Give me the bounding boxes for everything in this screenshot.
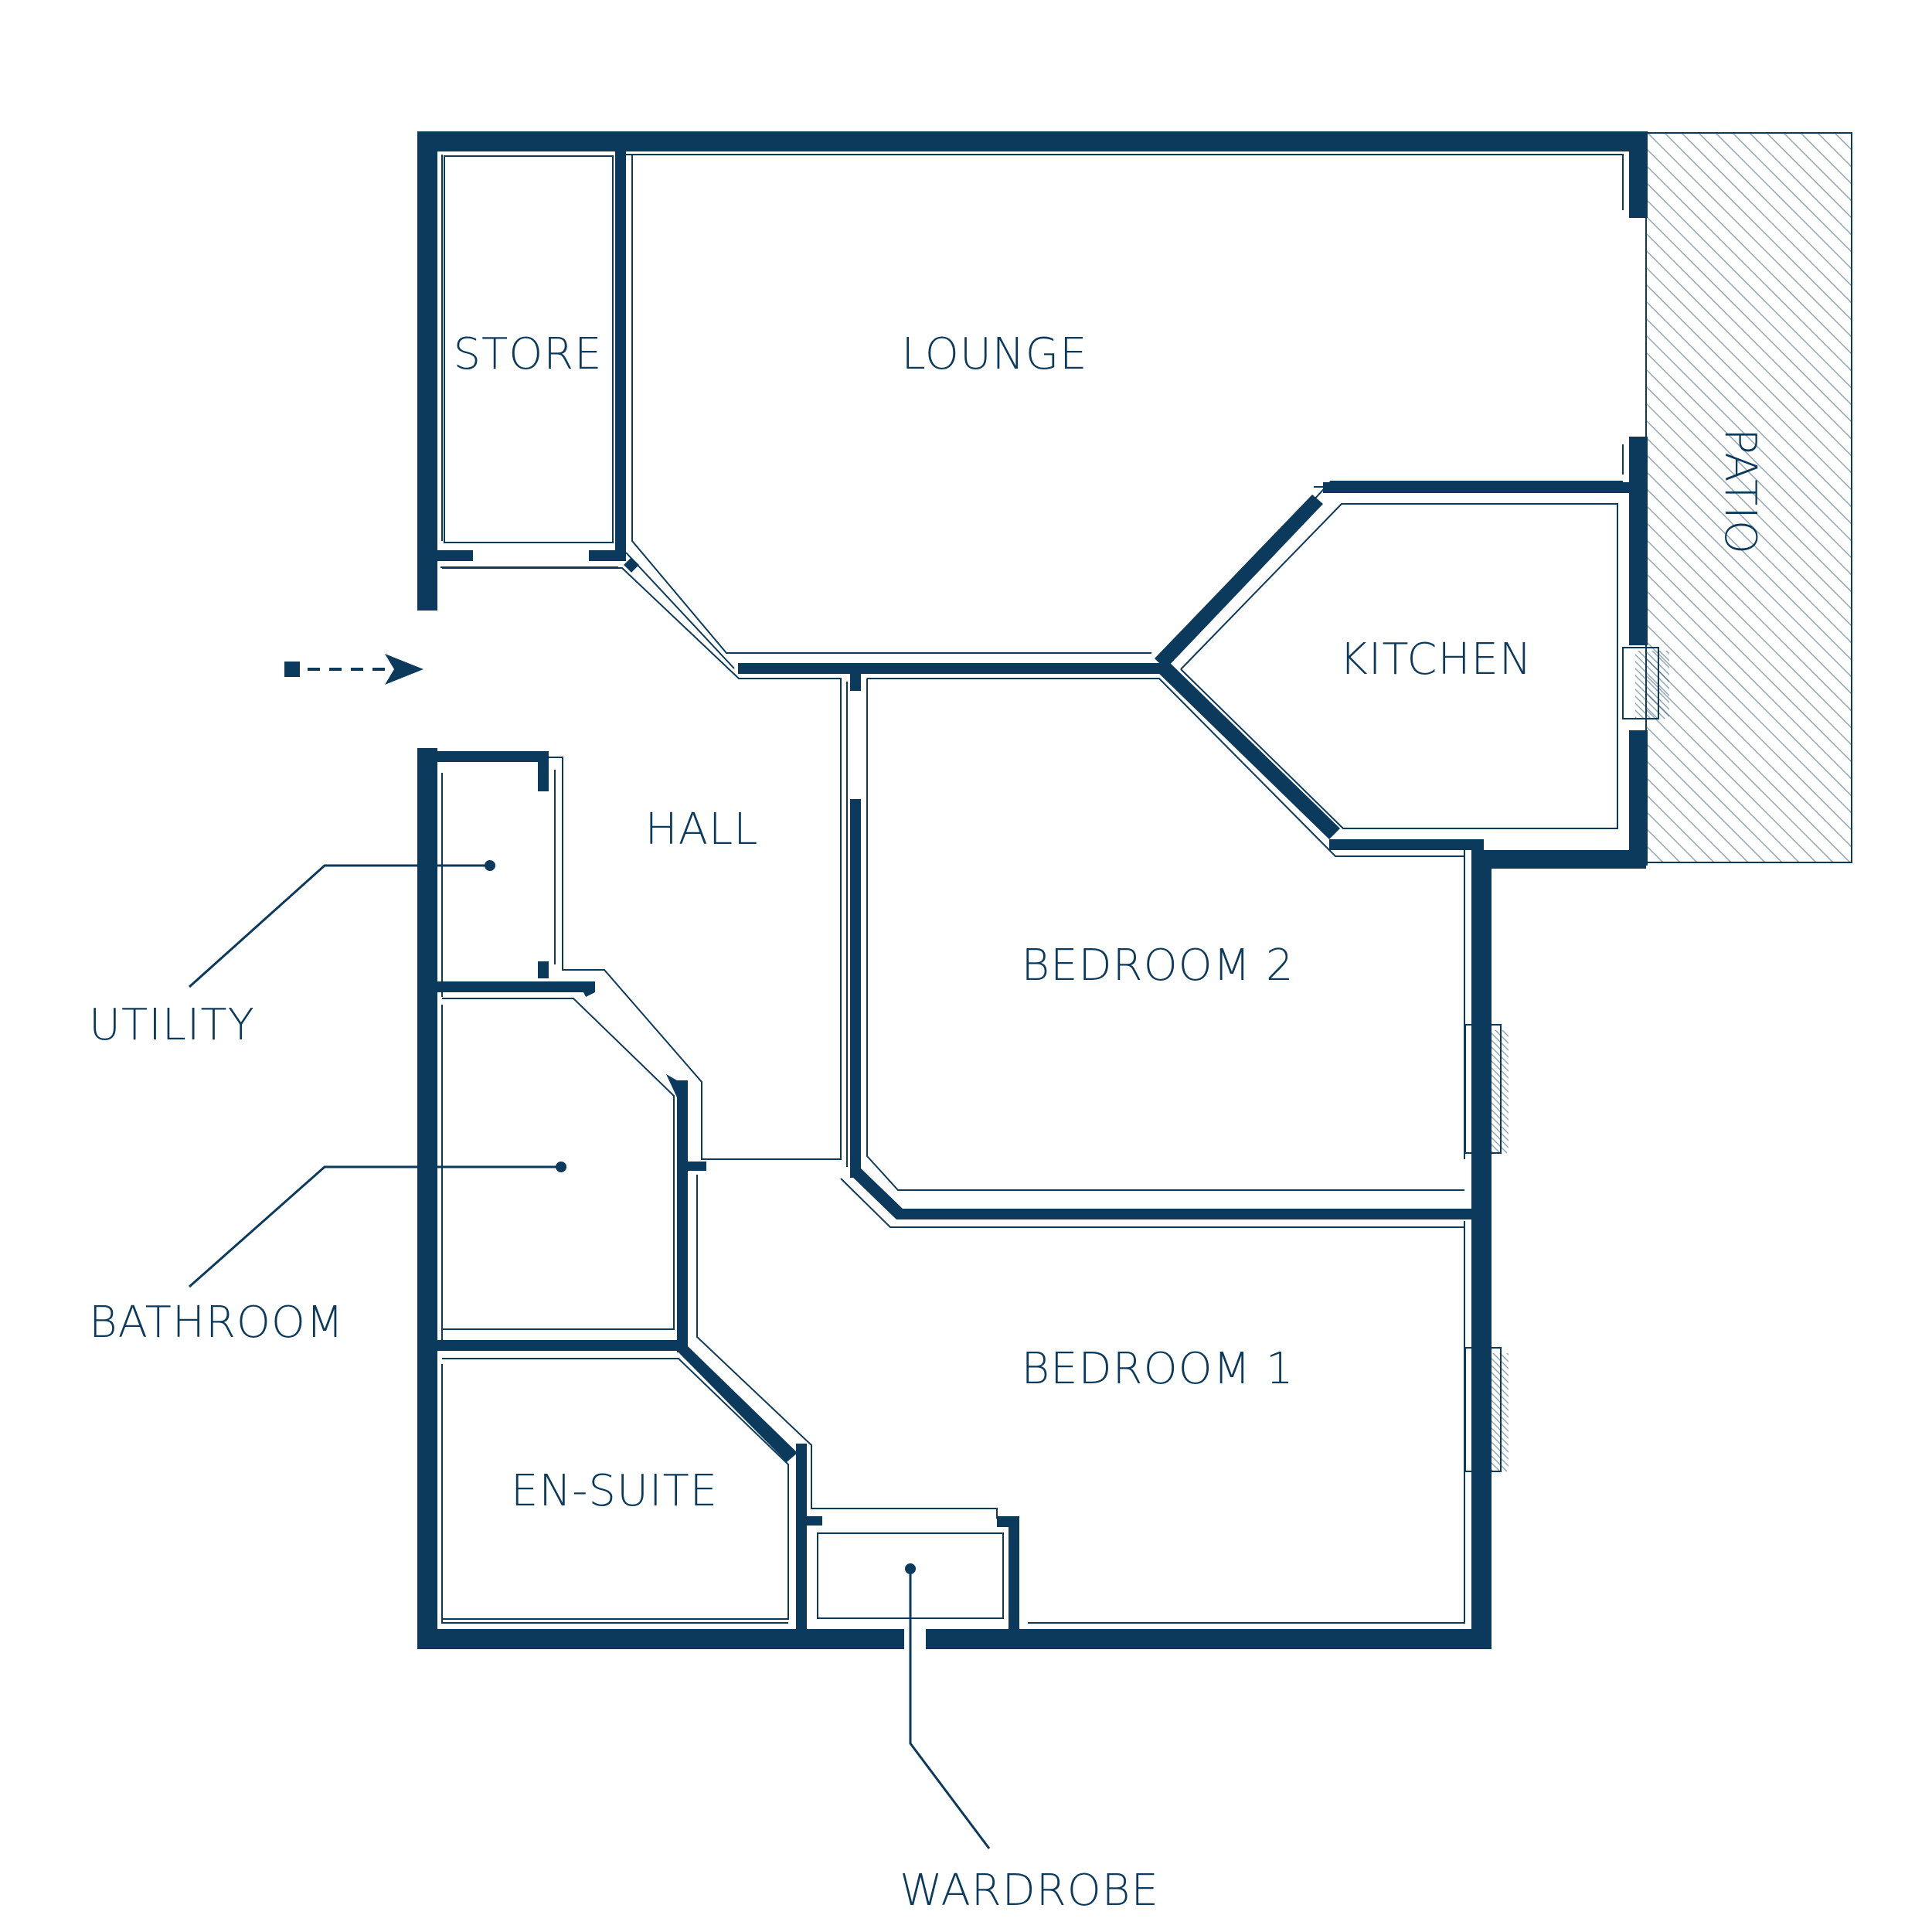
wardrobe-label: WARDROBE [900, 1866, 1159, 1916]
window-icon [1464, 1024, 1509, 1154]
bathroom-label: BATHROOM [89, 1298, 344, 1348]
store-room [437, 151, 626, 568]
outer-walls [417, 131, 1648, 1649]
window-icon [1622, 647, 1669, 719]
bathroom-walls [437, 981, 998, 1519]
hall-walls [437, 567, 861, 1178]
entrance-arrow-icon [284, 654, 423, 685]
lounge-label: LOUNGE [902, 329, 1088, 379]
ensuite-label: EN-SUITE [511, 1466, 718, 1516]
bedroom2-label: BEDROOM 2 [1022, 940, 1294, 991]
kitchen-label: KITCHEN [1339, 634, 1532, 685]
lounge-walls [624, 155, 1623, 674]
kitchen-walls [1155, 482, 1629, 850]
ensuite-walls [442, 1346, 822, 1637]
hall-label: HALL [645, 804, 759, 855]
store-label: STORE [453, 329, 602, 379]
bedroom1-label: BEDROOM 1 [1022, 1344, 1294, 1394]
wardrobe-walls [817, 1516, 1019, 1632]
bathroom-callout: BATHROOM [89, 1162, 566, 1348]
utility-label: UTILITY [89, 1000, 255, 1050]
patio-area [1645, 132, 1852, 863]
patio-label: PATIO [1715, 428, 1765, 555]
bedroom2-walls [840, 678, 1471, 1228]
utility-callout: UTILITY [89, 860, 495, 1050]
window-icon [1464, 1347, 1509, 1472]
wardrobe-callout: WARDROBE [900, 1563, 1159, 1916]
